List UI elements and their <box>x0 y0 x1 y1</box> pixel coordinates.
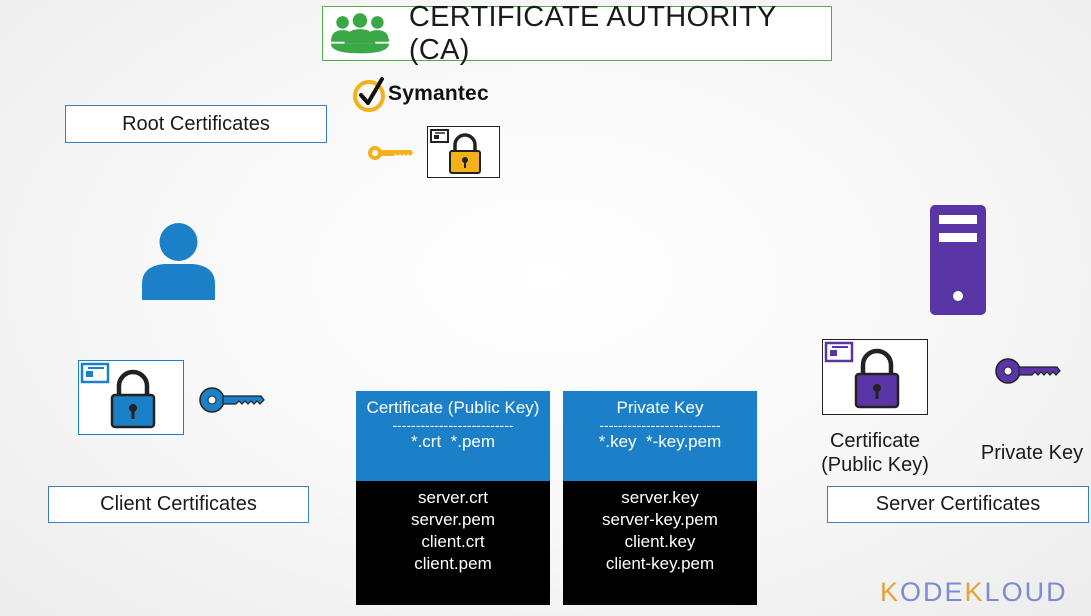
root-certificate <box>427 126 500 178</box>
private-key-extensions: *.key *-key.pem <box>598 432 722 451</box>
private-key-file-list: server.key server-key.pem client.key cli… <box>563 481 757 605</box>
watermark-part: ODE <box>900 577 965 607</box>
watermark-part: K <box>880 577 901 607</box>
list-item: server.key <box>621 488 699 507</box>
private-key-column-title: Private Key <box>616 398 704 417</box>
server-key-icon <box>995 358 1061 384</box>
certificate-column-divider: -------------------------- <box>392 418 514 432</box>
list-item: client.crt <box>421 532 485 551</box>
private-key-files-column: Private Key -------------------------- *… <box>563 391 757 605</box>
kodekloud-watermark: KODEKLOUD <box>880 577 1068 608</box>
list-item: server-key.pem <box>602 510 718 529</box>
server-certificate <box>822 339 928 415</box>
server-private-key-caption: Private Key <box>980 442 1084 464</box>
client-key-icon <box>199 387 265 413</box>
watermark-part: K <box>964 577 985 607</box>
certificate-files-column: Certificate (Public Key) ---------------… <box>356 391 550 605</box>
list-item: server.crt <box>418 488 488 507</box>
server-icon <box>930 205 986 315</box>
group-icon <box>330 12 389 53</box>
lock-icon <box>80 362 156 429</box>
page-title: CERTIFICATE AUTHORITY (CA) <box>408 0 777 66</box>
lock-icon <box>824 341 900 409</box>
symantec-check-icon <box>353 77 385 112</box>
ca-brand-name: Symantec <box>388 82 489 105</box>
certificate-column-header: Certificate (Public Key) ---------------… <box>356 391 550 481</box>
root-certificates-label: Root Certificates <box>65 105 327 143</box>
ca-header: CERTIFICATE AUTHORITY (CA) <box>322 1 832 66</box>
client-certificates-label: Client Certificates <box>48 486 309 523</box>
user-icon <box>142 223 215 300</box>
list-item: client-key.pem <box>605 554 715 573</box>
private-key-column-divider: -------------------------- <box>599 418 721 432</box>
server-certificate-caption: Certificate (Public Key) <box>815 429 935 477</box>
certificate-column-title: Certificate (Public Key) <box>366 398 540 417</box>
ca-key-icon <box>368 146 413 160</box>
client-certificate <box>78 360 184 435</box>
caption-line: Certificate <box>829 430 921 452</box>
lock-icon <box>430 129 481 174</box>
certificate-extensions: *.crt *.pem <box>410 432 496 451</box>
symantec-logo: Symantec <box>352 75 489 113</box>
list-item: server.pem <box>410 510 496 529</box>
list-item: client.key <box>624 532 696 551</box>
caption-line: (Public Key) <box>821 454 929 476</box>
server-certificates-label: Server Certificates <box>827 486 1089 523</box>
certificate-file-list: server.crt server.pem client.crt client.… <box>356 481 550 605</box>
watermark-part: LOUD <box>984 577 1068 607</box>
private-key-column-header: Private Key -------------------------- *… <box>563 391 757 481</box>
list-item: client.pem <box>414 554 492 573</box>
